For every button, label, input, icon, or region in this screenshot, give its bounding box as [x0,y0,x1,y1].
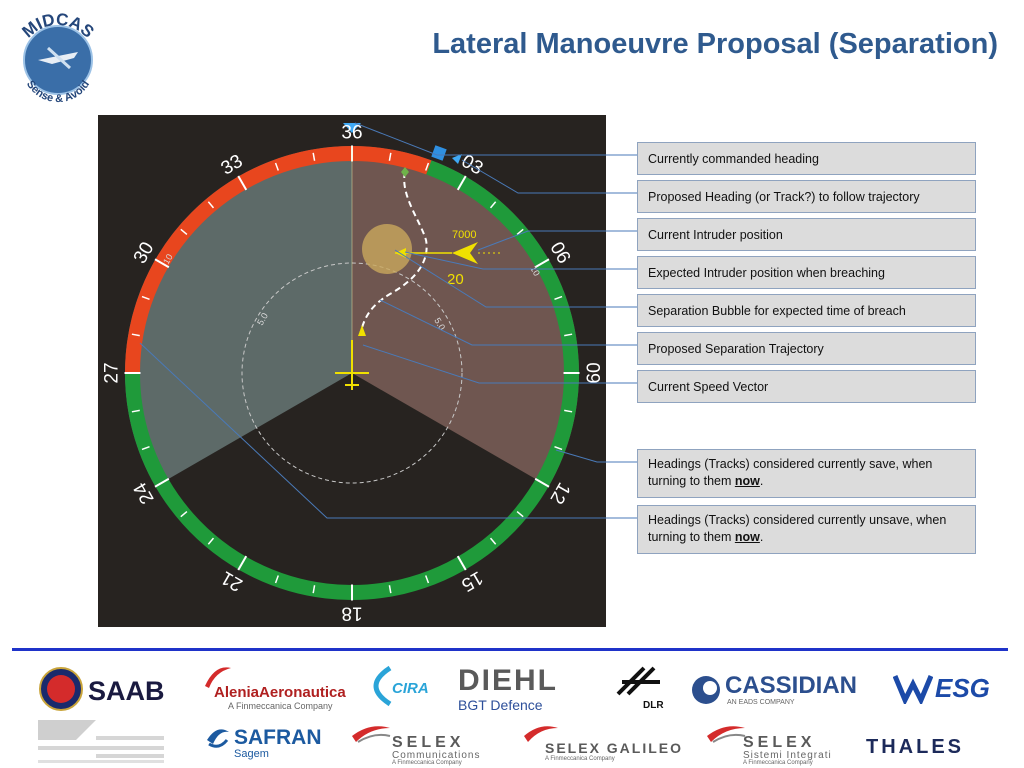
callout-trajectory: Proposed Separation Trajectory [637,332,976,365]
heading-tick [237,555,248,571]
commanded-heading-marker [343,123,361,133]
partner-safran: SAFRAN [234,726,322,749]
callout-unsafe-headings: Headings (Tracks) considered currently u… [637,505,976,554]
leader-lines [139,122,637,519]
saab-emblem-icon [39,667,83,711]
heading-tick [154,477,170,488]
esg-wings-icon [893,675,933,704]
alenia-swoosh-icon [205,667,231,688]
range-label: 10 [161,252,175,266]
heading-tick [207,537,215,545]
heading-label: 18 [341,603,362,624]
page-title: Lateral Manoeuvre Proposal (Separation) [432,28,998,60]
heading-tick [456,175,467,191]
partner-alenia: AleniaAeronautica [214,684,346,701]
heading-label: 09 [582,362,603,383]
partner-alenia-sub: A Finmeccanica Company [228,701,333,711]
partner-selex-comm-sub: Communications [392,750,481,761]
separation-trajectory [359,171,428,336]
heading-tick [180,510,188,518]
partner-selex-galileo: SELEX GALILEO [545,740,684,756]
selex-galileo-swoosh-icon [524,726,558,742]
partner-thales: THALES [866,736,964,758]
midcas-logo: MIDCAS Sense & Avoid [19,10,98,105]
heading-tick [274,162,279,171]
partner-esg: ESG [935,673,990,703]
selex-si-swoosh-icon [707,726,746,743]
heading-tick [180,228,188,236]
intruder-speed: 20 [447,271,464,288]
partner-saab: SAAB [88,676,165,706]
heading-tick [154,258,170,269]
heading-tick [141,295,150,300]
heading-tick [141,446,150,451]
heading-label: 36 [341,123,362,144]
heading-tick [554,446,563,451]
heading-tick [534,477,550,488]
footer-divider [12,648,1008,651]
partner-safran-sub: Sagem [234,748,269,760]
partner-diehl-sub: BGT Defence [458,697,543,713]
partner-diehl: DIEHL [458,664,558,697]
partner-selex-comm-sub2: A Finmeccanica Company [392,760,462,766]
heading-tick [274,575,279,584]
heading-tick [564,333,573,337]
heading-tick [312,585,316,594]
unsafe-heading-arc [125,146,353,374]
partner-cira: CIRA [392,680,429,697]
heading-label: 27 [102,362,123,383]
callout-expected-intruder: Expected Intruder position when breachin… [637,256,976,289]
heading-tick [207,201,215,209]
heading-tick [489,537,497,545]
partner-selex-si-sub: Sistemi Integrati [743,750,832,761]
heading-tick [131,333,140,337]
heading-tick [516,228,524,236]
partner-cassidian: CASSIDIAN [725,672,858,699]
partner-selex-comm: SELEX [392,734,465,751]
heading-tick [131,409,140,413]
partner-selex-galileo-sub: A Finmeccanica Company [545,756,615,762]
heading-tick [564,409,573,413]
partner-selex-si: SELEX [743,734,816,751]
heading-tick [237,175,248,191]
proposed-heading-marker [431,145,447,161]
selex-swoosh-icon [352,726,391,743]
callout-commanded-heading: Currently commanded heading [637,142,976,175]
safran-swirl-icon [207,729,229,748]
heading-tick [388,585,392,594]
partner-dlr: DLR [643,700,664,711]
dlr-logo-icon [616,666,660,696]
heading-tick [312,152,316,161]
callout-proposed-heading: Proposed Heading (or Track?) to follow t… [637,180,976,213]
heading-tick [489,201,497,209]
heading-tick [534,258,550,269]
intruder-icon [452,242,478,264]
heading-tick [425,162,430,171]
callout-intruder-position: Current Intruder position [637,218,976,251]
cassidian-swirl-icon [692,676,720,704]
callout-bubble: Separation Bubble for expected time of b… [637,294,976,327]
intruder-altitude: 7000 [452,229,476,241]
range-label: 10 [528,264,542,278]
separation-bubble [362,224,412,274]
heading-tick [425,575,430,584]
callout-speed-vector: Current Speed Vector [637,370,976,403]
heading-tick [554,295,563,300]
heading-tick [388,152,392,161]
tsr-grey-logo-icon [38,720,164,763]
heading-tick [516,510,524,518]
partner-cassidian-sub: AN EADS COMPANY [727,699,795,706]
callout-safe-headings: Headings (Tracks) considered currently s… [637,449,976,498]
heading-tick [456,555,467,571]
partner-selex-si-sub2: A Finmeccanica Company [743,760,813,766]
range-ring [241,262,463,484]
cira-arc-icon [373,665,392,707]
